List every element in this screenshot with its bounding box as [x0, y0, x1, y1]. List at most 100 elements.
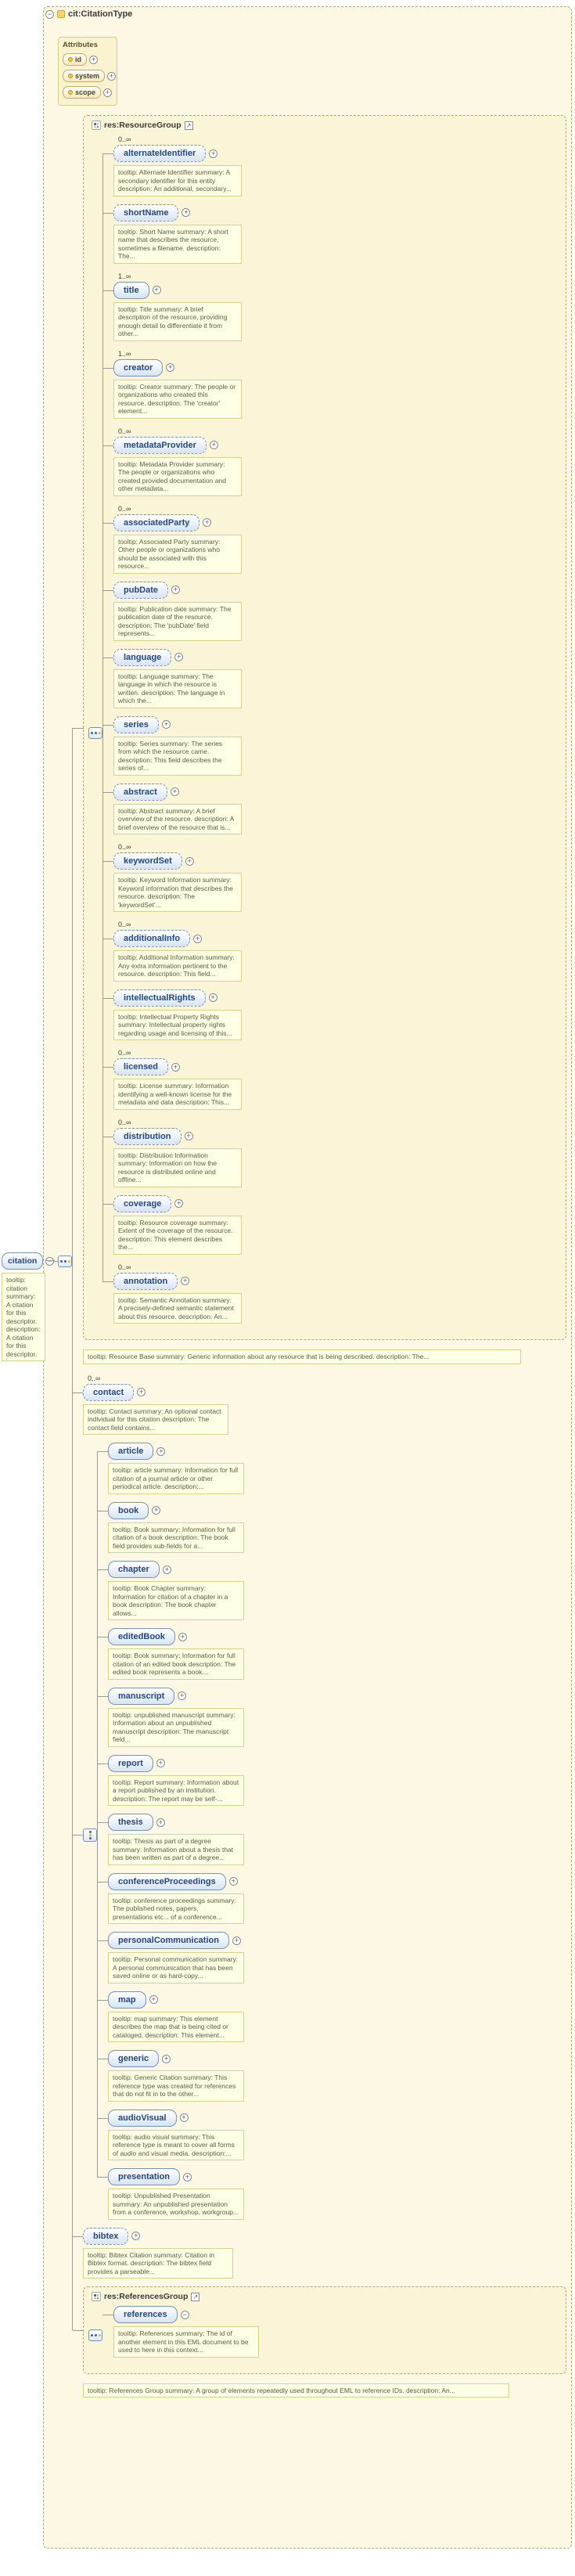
choice-children: article tooltip: article summary: Inform… [97, 1443, 566, 2228]
attribute-pill-scope[interactable]: scope [63, 86, 102, 99]
element-pill[interactable]: metadataProvider [113, 436, 207, 454]
expand-toggle-icon[interactable] [171, 1062, 181, 1072]
element-pill[interactable]: presentation [108, 2168, 181, 2185]
element-pill[interactable]: book [108, 1501, 149, 1519]
expand-toggle-icon[interactable] [178, 1692, 187, 1700]
expand-toggle-icon[interactable] [170, 787, 179, 796]
expand-icon[interactable] [184, 121, 193, 130]
expand-toggle-icon[interactable] [183, 2172, 192, 2181]
expand-toggle-icon[interactable] [171, 585, 180, 594]
collapse-toggle-icon[interactable] [180, 2310, 189, 2319]
references-group-children: references tooltip: References summary: … [102, 2306, 559, 2365]
expand-toggle-icon[interactable] [228, 1877, 238, 1886]
expand-toggle-icon[interactable] [209, 149, 218, 158]
expand-toggle-icon[interactable] [149, 1995, 158, 2004]
expand-toggle-icon[interactable] [209, 441, 218, 449]
expand-toggle-icon[interactable] [185, 856, 194, 866]
schema-element-creator: 1..∞ creator tooltip: Creator summary: T… [102, 349, 559, 419]
attribute-row-scope: scope [63, 86, 113, 99]
schema-element-licensed: 0..∞ licensed tooltip: License summary: … [102, 1048, 559, 1110]
attribute-pill-system[interactable]: system [63, 70, 106, 82]
element-pill[interactable]: bibtex [83, 2227, 129, 2245]
element-pill[interactable]: article [108, 1443, 154, 1460]
collapse-toggle-icon[interactable] [45, 1256, 55, 1266]
expand-toggle-icon[interactable] [156, 1759, 165, 1767]
expand-toggle-icon[interactable] [174, 653, 184, 661]
element-pill[interactable]: thesis [108, 1814, 153, 1831]
expand-toggle-icon[interactable] [131, 2232, 141, 2240]
occurrence-label: 0..∞ [118, 1049, 131, 1057]
element-pill[interactable]: shortName [113, 204, 179, 222]
element-pill[interactable]: series [113, 715, 159, 733]
element-pill[interactable]: keywordSet [113, 852, 182, 870]
element-pill[interactable]: title [113, 281, 149, 299]
occurrence-label: 0..∞ [118, 1118, 131, 1126]
element-pill[interactable]: language [113, 648, 172, 666]
element-pill[interactable]: annotation [113, 1272, 178, 1290]
element-pill[interactable]: contact [83, 1383, 135, 1401]
references-group-branch: references tooltip: References summary: … [88, 2306, 559, 2365]
element-pill[interactable]: personalCommunication [108, 1932, 229, 1949]
element-pill-citation[interactable]: citation [2, 1252, 44, 1270]
expand-toggle-icon[interactable] [166, 363, 175, 372]
tooltip-box: tooltip: Report summary: Information abo… [108, 1774, 244, 1806]
element-pill[interactable]: map [108, 1991, 146, 2009]
expand-toggle-icon[interactable] [208, 993, 217, 1002]
occurrence-label: 1..∞ [118, 272, 131, 280]
expand-toggle-icon[interactable] [161, 720, 171, 729]
element-pill[interactable]: conferenceProceedings [108, 1872, 226, 1890]
resource-group-box: res:ResourceGroup 0..∞ alternateIdentifi… [73, 115, 566, 1340]
reference-type-choice-branch: article tooltip: article summary: Inform… [72, 1443, 566, 2228]
expand-toggle-icon[interactable] [107, 71, 117, 81]
tooltip-box: tooltip: Language summary: The language … [113, 668, 242, 708]
element-pill[interactable]: editedBook [108, 1628, 175, 1645]
expand-toggle-icon[interactable] [152, 1506, 161, 1515]
expand-toggle-icon[interactable] [152, 286, 161, 294]
element-pill[interactable]: creator [113, 358, 164, 376]
expand-toggle-icon[interactable] [89, 55, 98, 64]
expand-toggle-icon[interactable] [156, 1447, 166, 1456]
expand-toggle-icon[interactable] [181, 208, 191, 217]
occurrence-label: 0..∞ [118, 921, 131, 928]
element-pill[interactable]: additionalInfo [113, 930, 191, 947]
element-pill[interactable]: report [108, 1754, 153, 1772]
tooltip-box: tooltip: audio visual summary: This refe… [108, 2129, 244, 2160]
element-pill[interactable]: intellectualRights [113, 989, 206, 1007]
citation-type-header: cit:CitationType [45, 9, 132, 19]
expand-toggle-icon[interactable] [179, 2113, 189, 2122]
tooltip-box: tooltip: Keyword Information summary: Ke… [113, 873, 242, 912]
element-pill[interactable]: audioVisual [108, 2109, 177, 2127]
expand-toggle-icon[interactable] [103, 88, 113, 97]
element-pill[interactable]: distribution [113, 1127, 181, 1145]
element-pill[interactable]: pubDate [113, 581, 168, 599]
expand-toggle-icon[interactable] [162, 1565, 171, 1574]
schema-element-title: 1..∞ title tooltip: Title summary: A bri… [102, 272, 559, 341]
expand-icon[interactable] [191, 2292, 200, 2301]
expand-toggle-icon[interactable] [193, 934, 203, 943]
schema-element-shortName: shortName tooltip: Short Name summary: A… [102, 204, 559, 264]
element-pill[interactable]: coverage [113, 1194, 172, 1212]
expand-toggle-icon[interactable] [162, 2054, 171, 2063]
expand-toggle-icon[interactable] [203, 518, 212, 527]
element-pill[interactable]: abstract [113, 783, 167, 801]
expand-toggle-icon[interactable] [181, 1277, 190, 1285]
expand-toggle-icon[interactable] [178, 1632, 187, 1641]
attribute-pill-id[interactable]: id [63, 53, 87, 66]
choice-icon [83, 1828, 97, 1842]
citation-tooltip: tooltip: citation summary: A citation fo… [2, 1273, 45, 1361]
element-pill[interactable]: generic [108, 2050, 160, 2067]
expand-toggle-icon[interactable] [137, 1388, 146, 1396]
tooltip-box: tooltip: Short Name summary: A short nam… [113, 224, 242, 264]
element-pill[interactable]: manuscript [108, 1687, 175, 1705]
expand-toggle-icon[interactable] [232, 1936, 241, 1945]
element-pill[interactable]: chapter [108, 1561, 160, 1578]
expand-toggle-icon[interactable] [156, 1818, 165, 1827]
expand-toggle-icon[interactable] [184, 1132, 193, 1140]
tooltip-box: tooltip: Resource coverage summary: Exte… [113, 1215, 242, 1255]
collapse-toggle-icon[interactable] [45, 9, 54, 19]
element-pill[interactable]: alternateIdentifier [113, 145, 207, 162]
element-pill[interactable]: licensed [113, 1058, 169, 1075]
element-pill[interactable]: references [113, 2306, 178, 2323]
expand-toggle-icon[interactable] [174, 1199, 184, 1208]
element-pill[interactable]: associatedParty [113, 513, 200, 531]
